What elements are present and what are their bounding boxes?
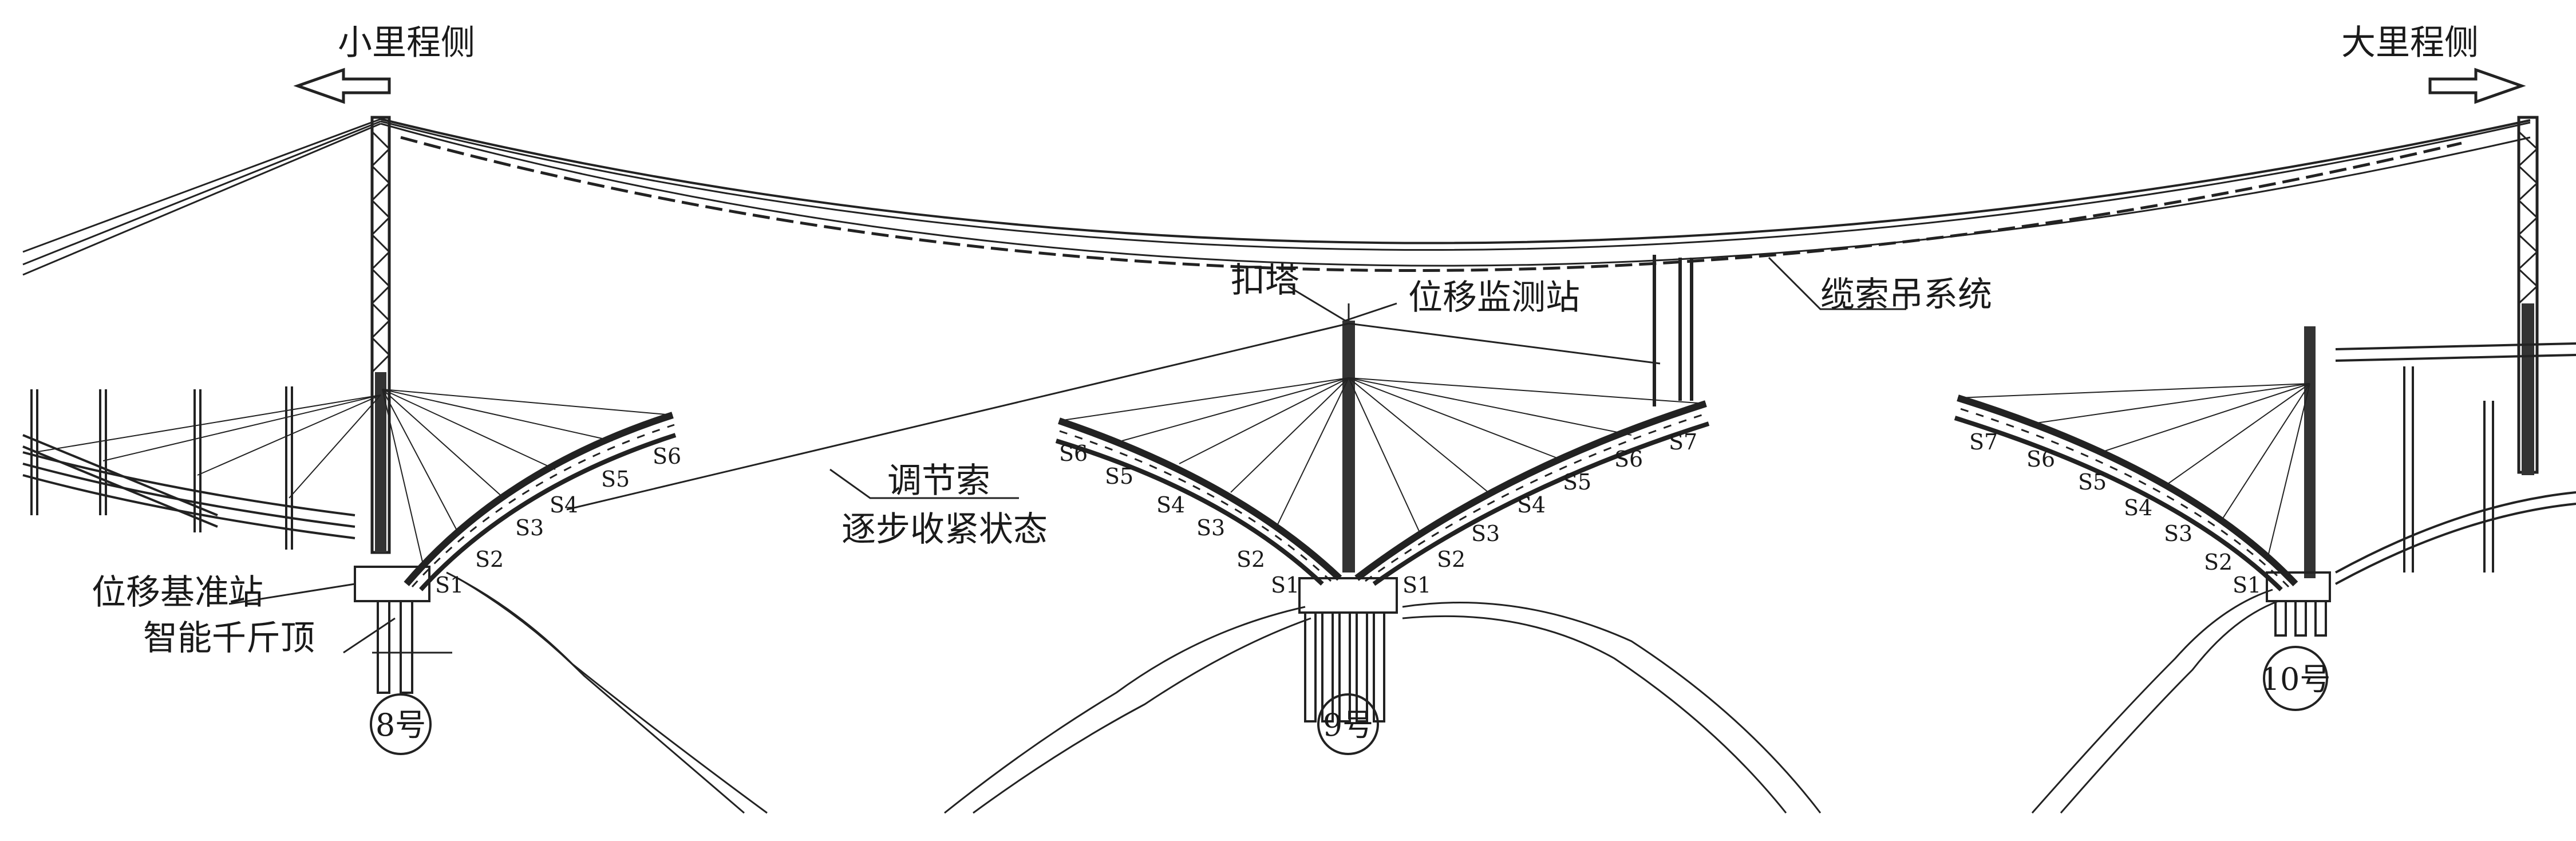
pier-10-marker: 10号 xyxy=(2261,646,2331,711)
seg-pier10-s4: S4 xyxy=(2124,495,2152,520)
seg-pier8-s5: S5 xyxy=(601,467,630,492)
buckle-tower-pier9 xyxy=(1342,303,1355,572)
stay-cables-pier9 xyxy=(1058,377,1706,533)
stay-cables-pier10 xyxy=(1957,383,2310,562)
pier-9-marker: 9号 xyxy=(1317,693,1379,755)
seg-pier10-s7: S7 xyxy=(1969,429,1998,455)
pier-8-marker: 8号 xyxy=(370,693,432,755)
seg-pier9r-s2: S2 xyxy=(1437,547,1465,572)
seg-pier10-s2: S2 xyxy=(2204,550,2233,575)
seg-pier8-s2: S2 xyxy=(475,547,504,572)
seg-pier9l-s6: S6 xyxy=(1059,441,1088,466)
cable-crane-label: 缆索吊系统 xyxy=(1820,275,1992,315)
terrain xyxy=(446,571,2279,814)
seg-pier8-s3: S3 xyxy=(515,515,544,540)
reference-station-label: 位移基准站 xyxy=(92,572,263,613)
seg-pier9l-s3: S3 xyxy=(1196,515,1225,540)
left-approach-spans xyxy=(22,386,355,550)
displacement-station-label: 位移监测站 xyxy=(1408,278,1580,318)
left-backstay-cables xyxy=(22,118,381,276)
right-direction-arrow xyxy=(2428,68,2526,104)
seg-pier9r-s6: S6 xyxy=(1614,447,1643,472)
left-direction-label: 小里程侧 xyxy=(338,23,475,63)
smart-jack-label: 智能千斤顶 xyxy=(143,618,315,658)
left-direction-arrow xyxy=(293,68,391,104)
seg-pier10-s1: S1 xyxy=(2233,572,2261,598)
seg-pier10-s3: S3 xyxy=(2164,521,2192,546)
left-stay-cables xyxy=(34,394,381,499)
stay-cables-pier8 xyxy=(382,389,673,567)
pier-8-label: 8号 xyxy=(376,707,426,743)
arch-rib-pier9-right xyxy=(1354,400,1710,586)
pier-9-label: 9号 xyxy=(1323,707,1373,743)
arch-rib-pier10 xyxy=(1954,394,2298,591)
seg-pier10-s6: S6 xyxy=(2026,447,2055,472)
seg-pier9r-s4: S4 xyxy=(1517,492,1546,518)
cable-crane-tower-left xyxy=(370,116,391,554)
pier-10-label: 10号 xyxy=(2261,661,2331,697)
seg-pier9l-s5: S5 xyxy=(1105,464,1133,489)
leader-lines xyxy=(228,256,1906,654)
arch-rib-pier8 xyxy=(404,412,677,591)
right-direction-label: 大里程侧 xyxy=(2341,23,2479,63)
pier10-foundation xyxy=(2266,571,2331,637)
cable-crane-main-cables xyxy=(380,118,2531,273)
right-approach-structures xyxy=(2335,342,2576,585)
seg-pier9l-s4: S4 xyxy=(1156,492,1185,518)
arch-rib-pier9-left xyxy=(1055,417,1342,586)
seg-pier8-s4: S4 xyxy=(550,492,578,518)
crane-hoist-lines xyxy=(1653,255,1693,406)
seg-pier9r-s7: S7 xyxy=(1669,429,1697,455)
cable-crane-tower-right xyxy=(2517,116,2539,475)
seg-pier9l-s1: S1 xyxy=(1271,572,1299,598)
seg-pier8-s1: S1 xyxy=(435,572,464,598)
tightening-state-label: 逐步收紧状态 xyxy=(841,510,1048,550)
adjustment-cable-label: 调节索 xyxy=(887,461,990,501)
seg-pier9r-s3: S3 xyxy=(1471,521,1500,546)
buckle-tower-pier10 xyxy=(2304,326,2316,578)
pier9-foundation xyxy=(1298,577,1398,722)
buckle-tower-label: 扣塔 xyxy=(1231,260,1299,301)
pier8-foundation xyxy=(354,566,430,694)
seg-pier9r-s5: S5 xyxy=(1563,469,1591,495)
seg-pier10-s5: S5 xyxy=(2078,469,2107,495)
seg-pier9l-s2: S2 xyxy=(1236,547,1265,572)
seg-pier8-s6: S6 xyxy=(653,444,681,469)
seg-pier9r-s1: S1 xyxy=(1402,572,1431,598)
adjustment-cable xyxy=(566,322,1661,511)
